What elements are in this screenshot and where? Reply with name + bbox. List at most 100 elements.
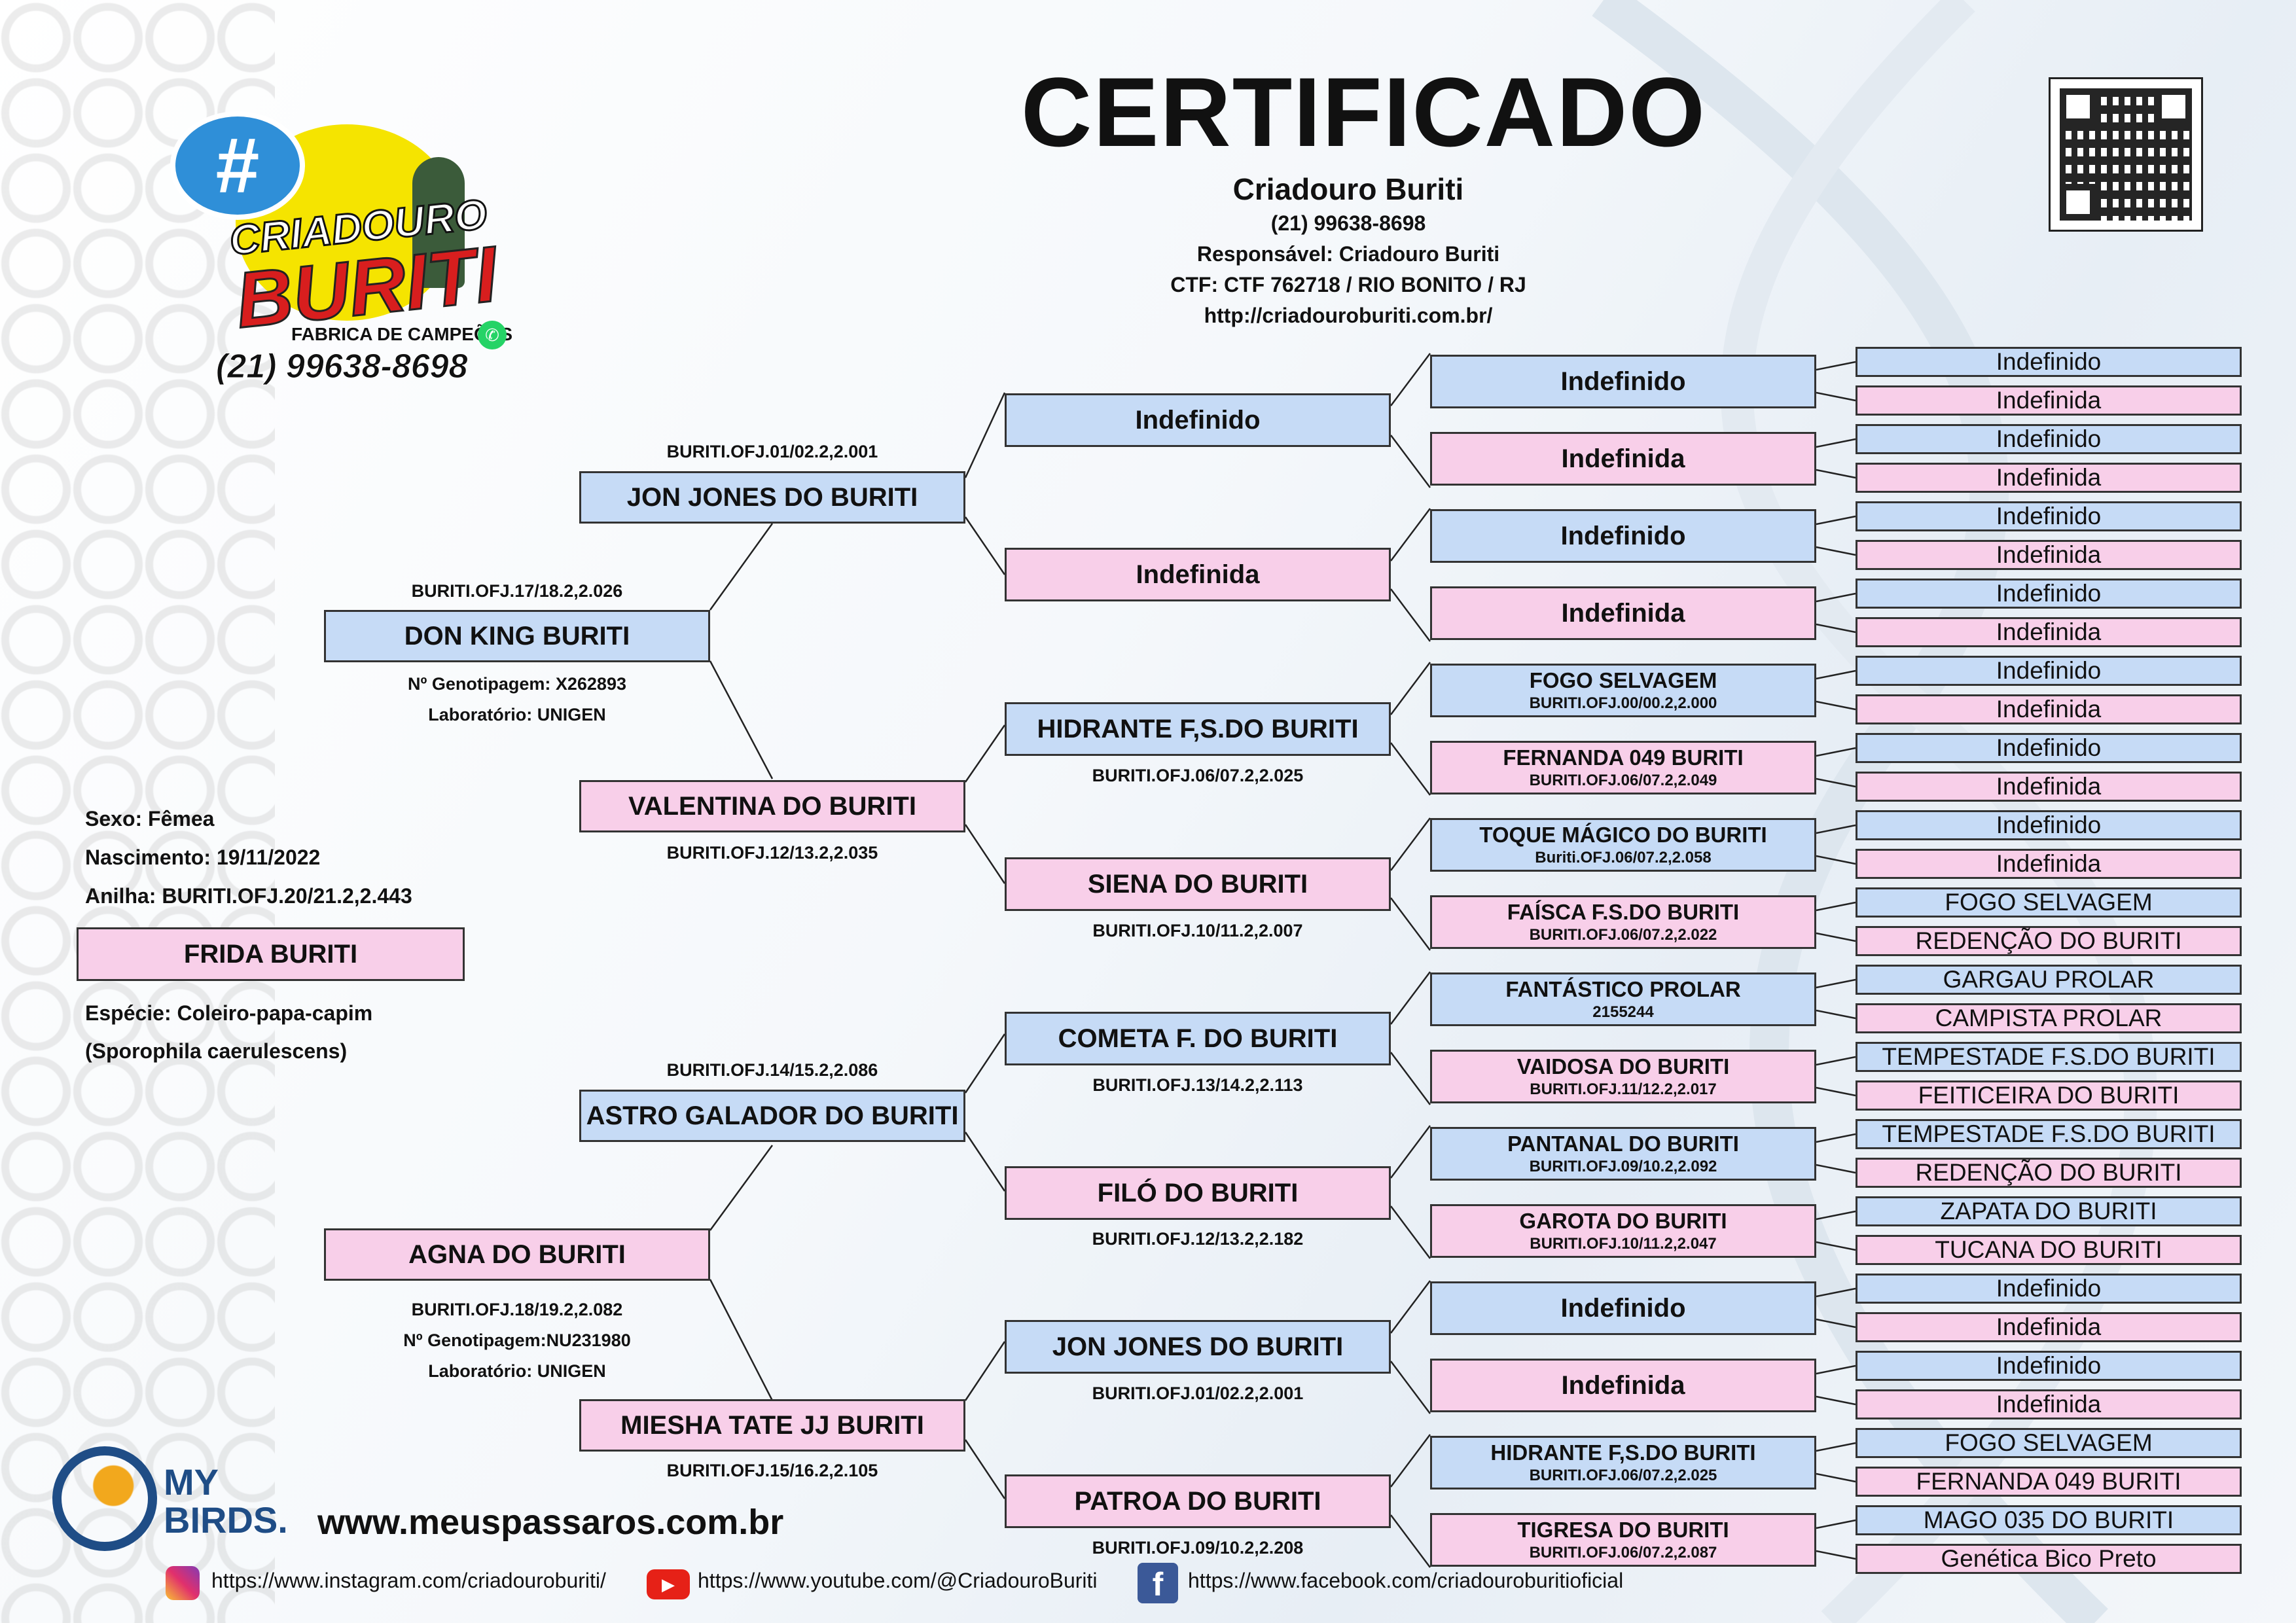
bird-icon: [412, 157, 465, 288]
gen5-8-name: Indefinido: [1996, 656, 2102, 684]
whatsapp-icon: ✆: [478, 321, 507, 349]
breeder-responsible: Responsável: Criadouro Buriti: [1196, 242, 1500, 266]
gen4-4-ring: BURITI.OFJ.00/00.2,2.000: [1529, 694, 1717, 712]
gen5-19: FEITICEIRA DO BURITI: [1856, 1080, 2242, 1111]
facebook-link[interactable]: https://www.facebook.com/criadouroburiti…: [1188, 1569, 1624, 1592]
gen5-9-name: Indefinida: [1996, 695, 2102, 722]
gen4-10-ring: BURITI.OFJ.09/10.2,2.092: [1529, 1157, 1717, 1175]
gen5-12: Indefinido: [1856, 810, 2242, 840]
logo-phone: (21) 99638-8698: [216, 348, 469, 386]
youtube-icon[interactable]: ▶: [647, 1569, 690, 1599]
gen4-9-ring: BURITI.OFJ.11/12.2,2.017: [1530, 1080, 1717, 1098]
mother-box: AGNA DO BURITI: [324, 1228, 710, 1281]
gen5-22: ZAPATA DO BURITI: [1856, 1196, 2242, 1226]
gen3-5-name: FILÓ DO BURITI: [1097, 1179, 1299, 1207]
gen3-7-ring: BURITI.OFJ.09/10.2,2.208: [1092, 1538, 1304, 1558]
father-genotyping: Nº Genotipagem: X262893: [408, 674, 626, 694]
gen4-13-name: Indefinida: [1561, 1371, 1685, 1400]
gen3-5-ring: BURITI.OFJ.12/13.2,2.182: [1092, 1229, 1304, 1249]
gen5-4: Indefinido: [1856, 501, 2242, 531]
instagram-icon[interactable]: [166, 1566, 200, 1600]
gen5-2-name: Indefinido: [1996, 425, 2102, 452]
gen4-1-box: Indefinida: [1430, 432, 1816, 486]
gen5-9: Indefinida: [1856, 694, 2242, 724]
gen4-5-ring: BURITI.OFJ.06/07.2,2.049: [1529, 771, 1717, 789]
gen5-30: MAGO 035 DO BURITI: [1856, 1505, 2242, 1535]
gen5-17: CAMPISTA PROLAR: [1856, 1003, 2242, 1033]
gen5-21-name: REDENÇÃO DO BURITI: [1915, 1158, 2182, 1186]
gen4-2-box: Indefinido: [1430, 509, 1816, 563]
gen5-22-name: ZAPATA DO BURITI: [1940, 1197, 2157, 1224]
mother-ring: BURITI.OFJ.18/19.2,2.082: [411, 1300, 623, 1319]
mother-genotyping: Nº Genotipagem:NU231980: [403, 1330, 631, 1350]
gen5-2: Indefinido: [1856, 424, 2242, 454]
gen5-13: Indefinida: [1856, 849, 2242, 879]
gen5-3-name: Indefinida: [1996, 463, 2102, 491]
gen4-6-name: TOQUE MÁGICO DO BURITI: [1479, 822, 1767, 847]
gen5-21: REDENÇÃO DO BURITI: [1856, 1158, 2242, 1188]
gen5-11-name: Indefinida: [1996, 772, 2102, 800]
gen5-10: Indefinido: [1856, 733, 2242, 763]
youtube-link[interactable]: https://www.youtube.com/@CriadouroBuriti: [698, 1569, 1098, 1592]
mybirds-logo: MY BIRDS.: [52, 1446, 301, 1558]
gen4-3-name: Indefinida: [1561, 599, 1685, 628]
gen2-1-ring: BURITI.OFJ.12/13.2,2.035: [666, 843, 878, 863]
gen2-1-name: VALENTINA DO BURITI: [628, 792, 916, 821]
bird-species: Espécie: Coleiro-papa-capim: [85, 1001, 373, 1025]
gen4-4-name: FOGO SELVAGEM: [1529, 668, 1717, 692]
gen4-2-name: Indefinido: [1560, 522, 1686, 550]
gen4-8-name: FANTÁSTICO PROLAR: [1505, 976, 1741, 1001]
hash-bubble-icon: #: [170, 111, 305, 220]
gen4-12-name: Indefinido: [1560, 1294, 1686, 1323]
gen5-14-name: FOGO SELVAGEM: [1945, 888, 2153, 916]
gen3-6-ring: BURITI.OFJ.01/02.2,2.001: [1092, 1383, 1304, 1403]
gen5-4-name: Indefinido: [1996, 502, 2102, 529]
instagram-link[interactable]: https://www.instagram.com/criadouroburit…: [211, 1569, 606, 1592]
gen2-2-box: ASTRO GALADOR DO BURITI: [579, 1090, 965, 1142]
gen5-1: Indefinida: [1856, 385, 2242, 416]
gen2-1-box: VALENTINA DO BURITI: [579, 780, 965, 832]
mybirds-line2: BIRDS.: [164, 1499, 288, 1541]
gen3-0-box: Indefinido: [1005, 393, 1391, 447]
gen3-6-name: JON JONES DO BURITI: [1052, 1332, 1344, 1361]
gen2-0-ring: BURITI.OFJ.01/02.2,2.001: [666, 442, 878, 461]
gen3-2-ring: BURITI.OFJ.06/07.2,2.025: [1092, 766, 1304, 785]
gen5-17-name: CAMPISTA PROLAR: [1935, 1004, 2162, 1031]
gen5-29: FERNANDA 049 BURITI: [1856, 1467, 2242, 1497]
gen5-31-name: Genética Bico Preto: [1941, 1544, 2157, 1572]
gen3-5-box: FILÓ DO BURITI: [1005, 1166, 1391, 1220]
gen5-26-name: Indefinido: [1996, 1351, 2102, 1379]
breeder-url[interactable]: http://criadouroburiti.com.br/: [1204, 304, 1493, 327]
mother-lab: Laboratório: UNIGEN: [428, 1361, 606, 1381]
facebook-icon[interactable]: f: [1138, 1563, 1178, 1603]
gen5-30-name: MAGO 035 DO BURITI: [1923, 1506, 2174, 1533]
gen5-18-name: TEMPESTADE F.S.DO BURITI: [1882, 1043, 2215, 1070]
gen5-18: TEMPESTADE F.S.DO BURITI: [1856, 1042, 2242, 1072]
mother-name: AGNA DO BURITI: [408, 1240, 626, 1269]
breeder-ctf: CTF: CTF 762718 / RIO BONITO / RJ: [1170, 273, 1526, 296]
bird-birth-date: Nascimento: 19/11/2022: [85, 846, 321, 869]
gen5-10-name: Indefinido: [1996, 734, 2102, 761]
gen5-0-name: Indefinido: [1996, 348, 2102, 375]
gen3-3-name: SIENA DO BURITI: [1087, 870, 1308, 899]
gen5-12-name: Indefinido: [1996, 811, 2102, 838]
gen4-10-name: PANTANAL DO BURITI: [1507, 1131, 1739, 1156]
bird-name: FRIDA BURITI: [183, 940, 358, 969]
gen5-7-name: Indefinida: [1996, 618, 2102, 645]
father-ring: BURITI.OFJ.17/18.2,2.026: [411, 581, 623, 601]
father-lab: Laboratório: UNIGEN: [428, 705, 606, 724]
gen5-15-name: REDENÇÃO DO BURITI: [1915, 927, 2182, 954]
footer-site[interactable]: www.meuspassaros.com.br: [317, 1503, 784, 1542]
gen5-20: TEMPESTADE F.S.DO BURITI: [1856, 1119, 2242, 1149]
gen2-3-box: MIESHA TATE JJ BURITI: [579, 1399, 965, 1452]
gen5-6: Indefinido: [1856, 579, 2242, 609]
gen2-0-box: JON JONES DO BURITI: [579, 471, 965, 524]
gen2-2-name: ASTRO GALADOR DO BURITI: [586, 1101, 959, 1130]
gen5-15: REDENÇÃO DO BURITI: [1856, 926, 2242, 956]
mybirds-line1: MY: [164, 1461, 219, 1503]
gen3-4-ring: BURITI.OFJ.13/14.2,2.113: [1092, 1075, 1303, 1095]
gen5-29-name: FERNANDA 049 BURITI: [1916, 1467, 2181, 1495]
